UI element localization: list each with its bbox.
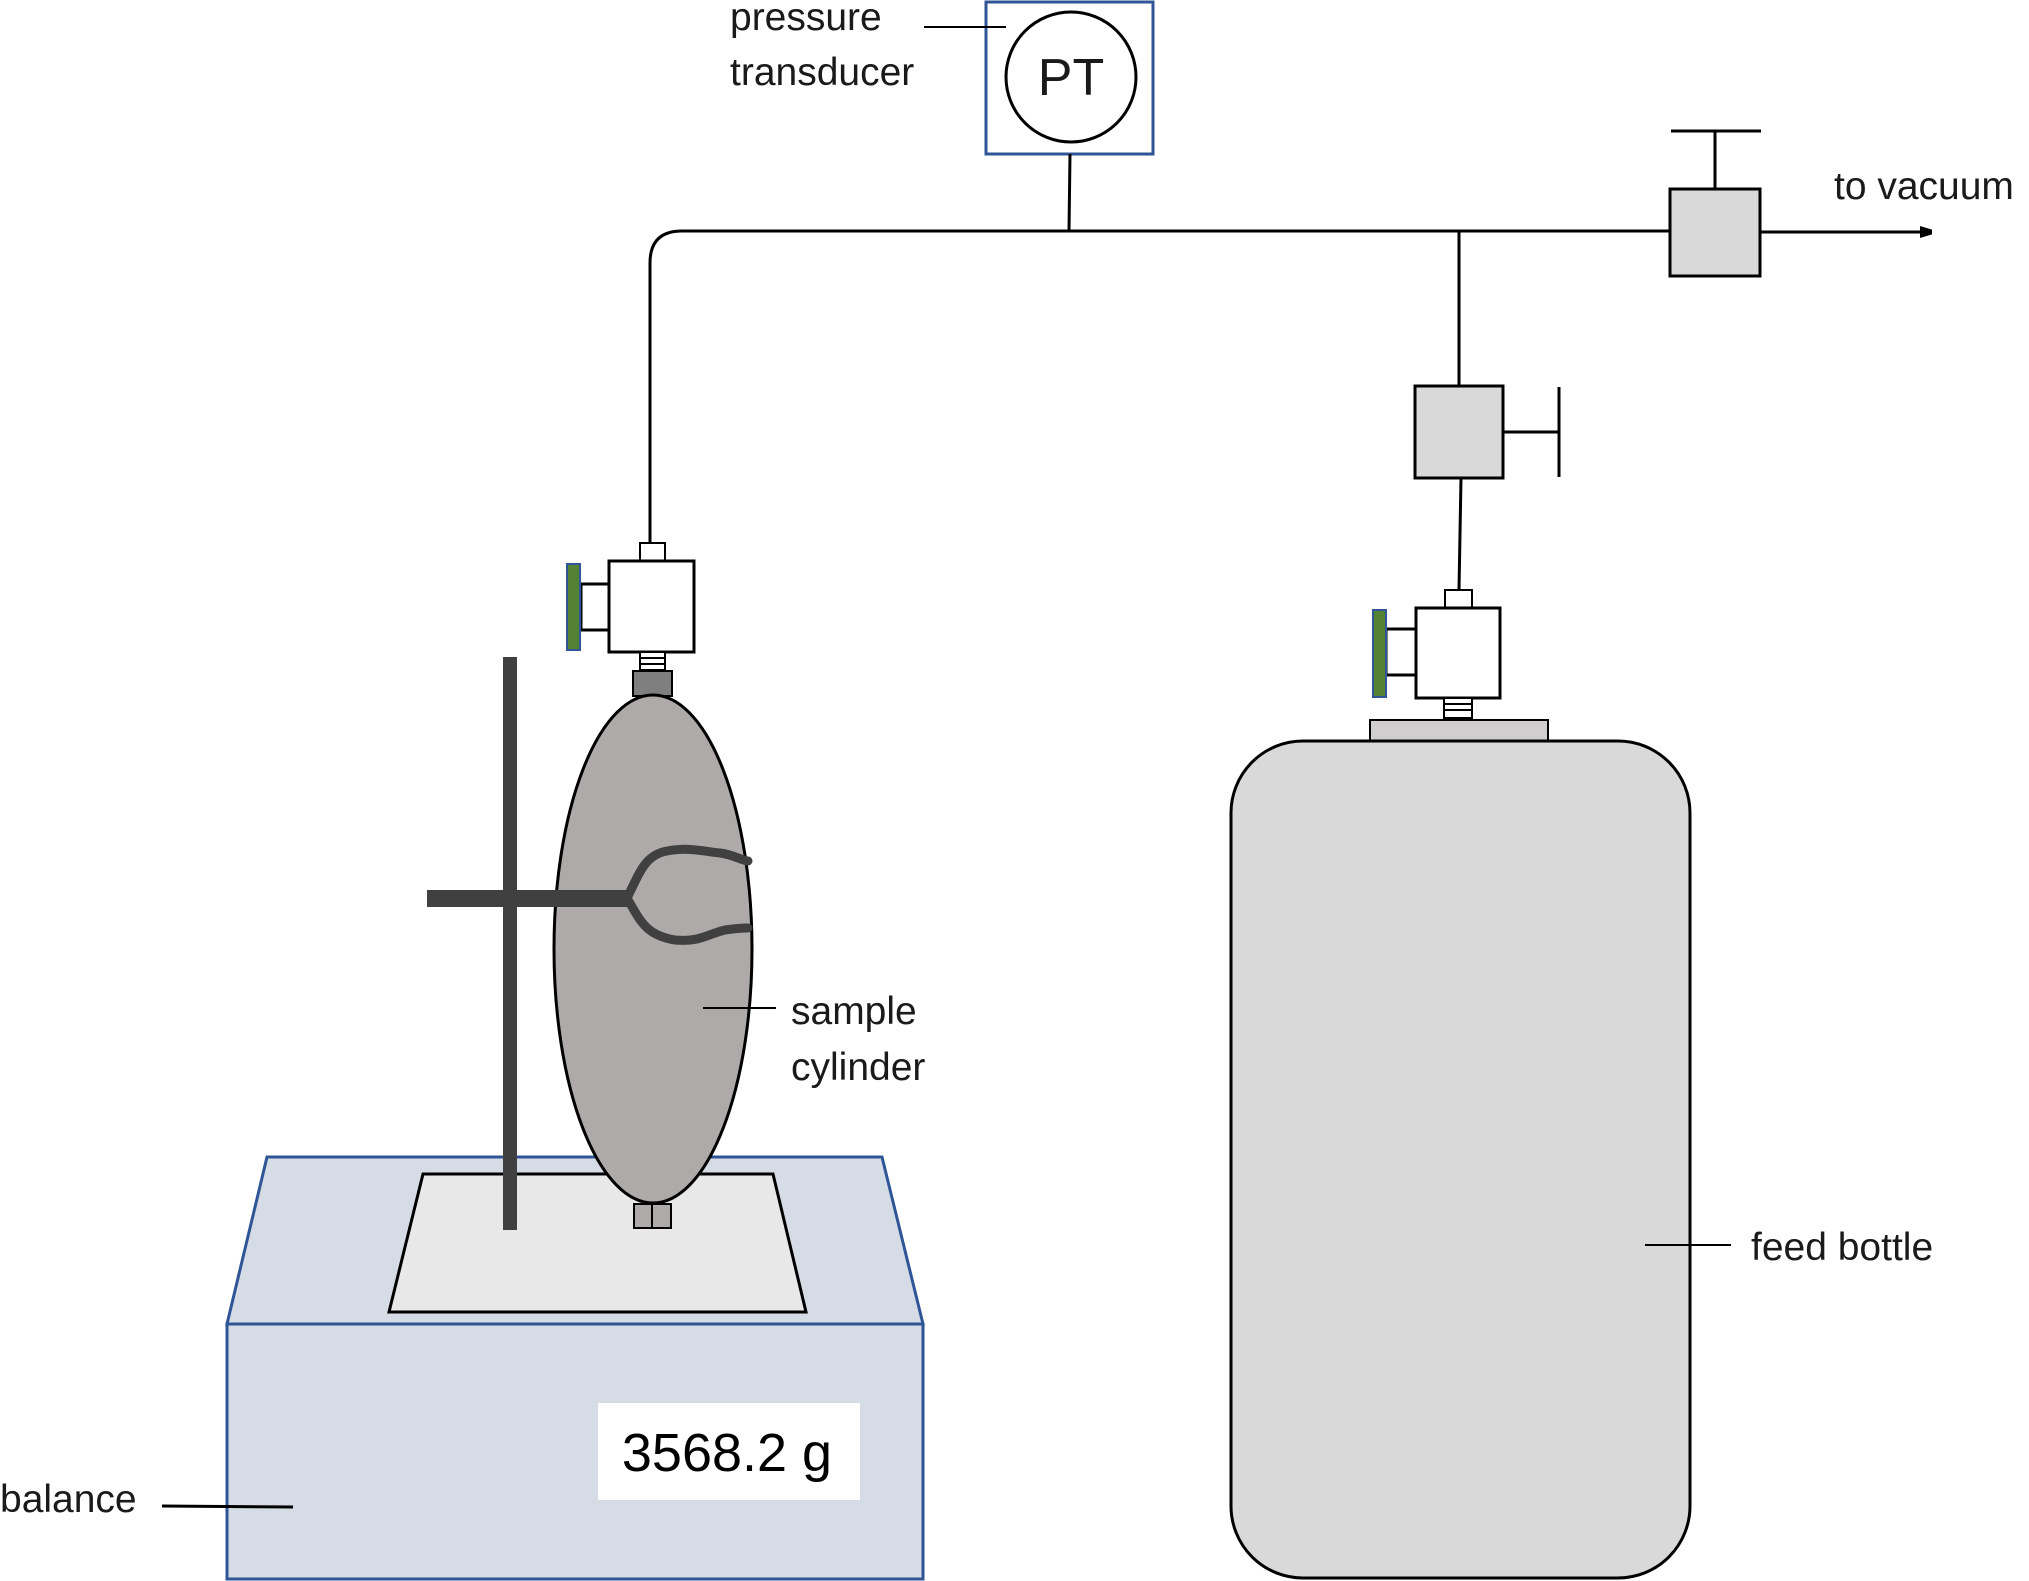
sample-valve-top-fitting: [639, 542, 666, 562]
balance-label: balance: [0, 1478, 137, 1521]
balance-readout: 3568.2 g: [622, 1423, 832, 1483]
feed-bottle: [1229, 739, 1692, 1580]
lab-stand-clamp-jaws: [622, 844, 753, 945]
vacuum-valve[interactable]: [1668, 129, 1762, 278]
transducer-stem-pipe: [1067, 153, 1072, 232]
sample-valve-thread: [639, 651, 666, 671]
pressure-transducer-gauge: [1004, 10, 1138, 144]
balance-display: [598, 1403, 860, 1500]
vacuum-valve-body: [1668, 187, 1762, 278]
feed-drop-pipe-lower: [1457, 477, 1463, 591]
sample-valve-body: [607, 559, 696, 654]
feed-valve-side-port: [1384, 627, 1418, 677]
pressure-transducer-label-line1: pressure: [730, 0, 882, 39]
lab-stand-rod: [503, 657, 517, 1230]
lab-stand-clamp-arm: [427, 890, 629, 907]
feed-valve-top-fitting: [1444, 589, 1473, 609]
feed-bottle-valve[interactable]: [1372, 589, 1502, 719]
feed-line-valve[interactable]: [1413, 384, 1561, 480]
sample-cylinder-label-line2: cylinder: [791, 1046, 925, 1089]
lab-stand: [427, 657, 753, 1230]
sample-valve-side-port: [579, 582, 611, 632]
feed-valve-knob[interactable]: [1372, 609, 1387, 698]
feed-valve-thread: [1443, 697, 1473, 719]
sample-cylinder-label-line1: sample: [791, 990, 917, 1033]
piping: [648, 153, 1930, 591]
pressure-transducer-label-line2: transducer: [730, 51, 914, 94]
feed-line-valve-body: [1413, 384, 1505, 480]
feed-bottle-cap: [1369, 719, 1549, 742]
feed-valve-body: [1414, 606, 1502, 700]
pt-symbol-label: PT: [1038, 49, 1104, 107]
balance-pan: [387, 1172, 808, 1314]
sample-cylinder-valve[interactable]: [566, 542, 696, 697]
balance: 3568.2 g: [225, 1155, 925, 1581]
main-header-pipe: [648, 229, 1670, 545]
to-vacuum-label: to vacuum: [1834, 165, 2014, 208]
pressure-transducer: PT: [984, 0, 1155, 156]
balance-leader-line: [161, 1504, 294, 1509]
feed-bottle-label: feed bottle: [1751, 1226, 1933, 1269]
sample-cylinder-neck: [632, 670, 673, 697]
sample-valve-knob[interactable]: [566, 563, 581, 651]
sample-cylinder: [552, 693, 754, 1205]
